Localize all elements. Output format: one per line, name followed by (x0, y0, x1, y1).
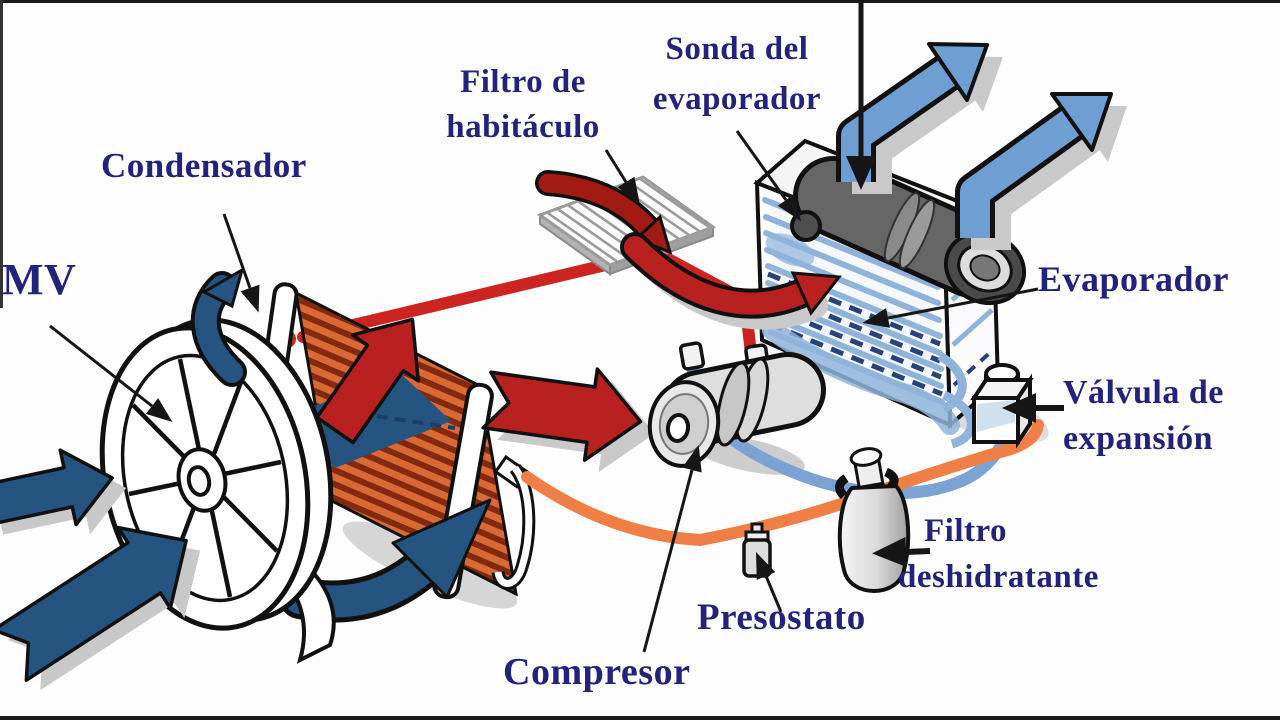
leader-filtro-deshidratante (872, 537, 931, 567)
hot-air-arrows (315, 317, 655, 473)
pressure-switch (742, 522, 772, 578)
liquid-pipe-orange (521, 419, 1044, 547)
cabin-filter (535, 170, 717, 276)
left-border-line (0, 0, 3, 308)
leader-filtro-habitaculo (604, 149, 640, 205)
bottom-border-line (0, 716, 1280, 720)
label-filtro-deshidratante: Filtro deshidratante (898, 513, 1099, 595)
leader-condensador (222, 213, 260, 313)
label-evaporador: Evaporador (1038, 259, 1230, 299)
air-ribbon-red (538, 173, 656, 236)
intake-air-arrows (0, 266, 247, 691)
label-sonda-evaporador: Sonda del evaporador (652, 31, 822, 117)
hot-air-arrow-2 (481, 367, 643, 462)
leader-evaporador (862, 287, 1039, 328)
leader-arrows (49, 2, 1064, 653)
leader-compresor (642, 444, 702, 653)
warm-air-ribbon (620, 232, 842, 330)
label-condensador: Condensador (101, 146, 307, 185)
hot-air-arrow-1 (315, 317, 420, 445)
leader-mv (49, 324, 173, 423)
label-valvula-expansion: Válvula de expansión (1063, 374, 1224, 457)
label-mv: MV (2, 255, 77, 304)
label-compresor: Compresor (503, 651, 691, 693)
label-presostato: Presostato (697, 597, 866, 638)
compressor (647, 341, 826, 468)
blower-duct (793, 156, 1027, 306)
evaporator-probe (790, 210, 822, 242)
top-border-line (0, 0, 1280, 3)
leader-presostato (756, 552, 783, 613)
label-filtro-habitaculo: Filtro de habitáculo (446, 64, 600, 145)
leader-sonda (735, 130, 802, 222)
